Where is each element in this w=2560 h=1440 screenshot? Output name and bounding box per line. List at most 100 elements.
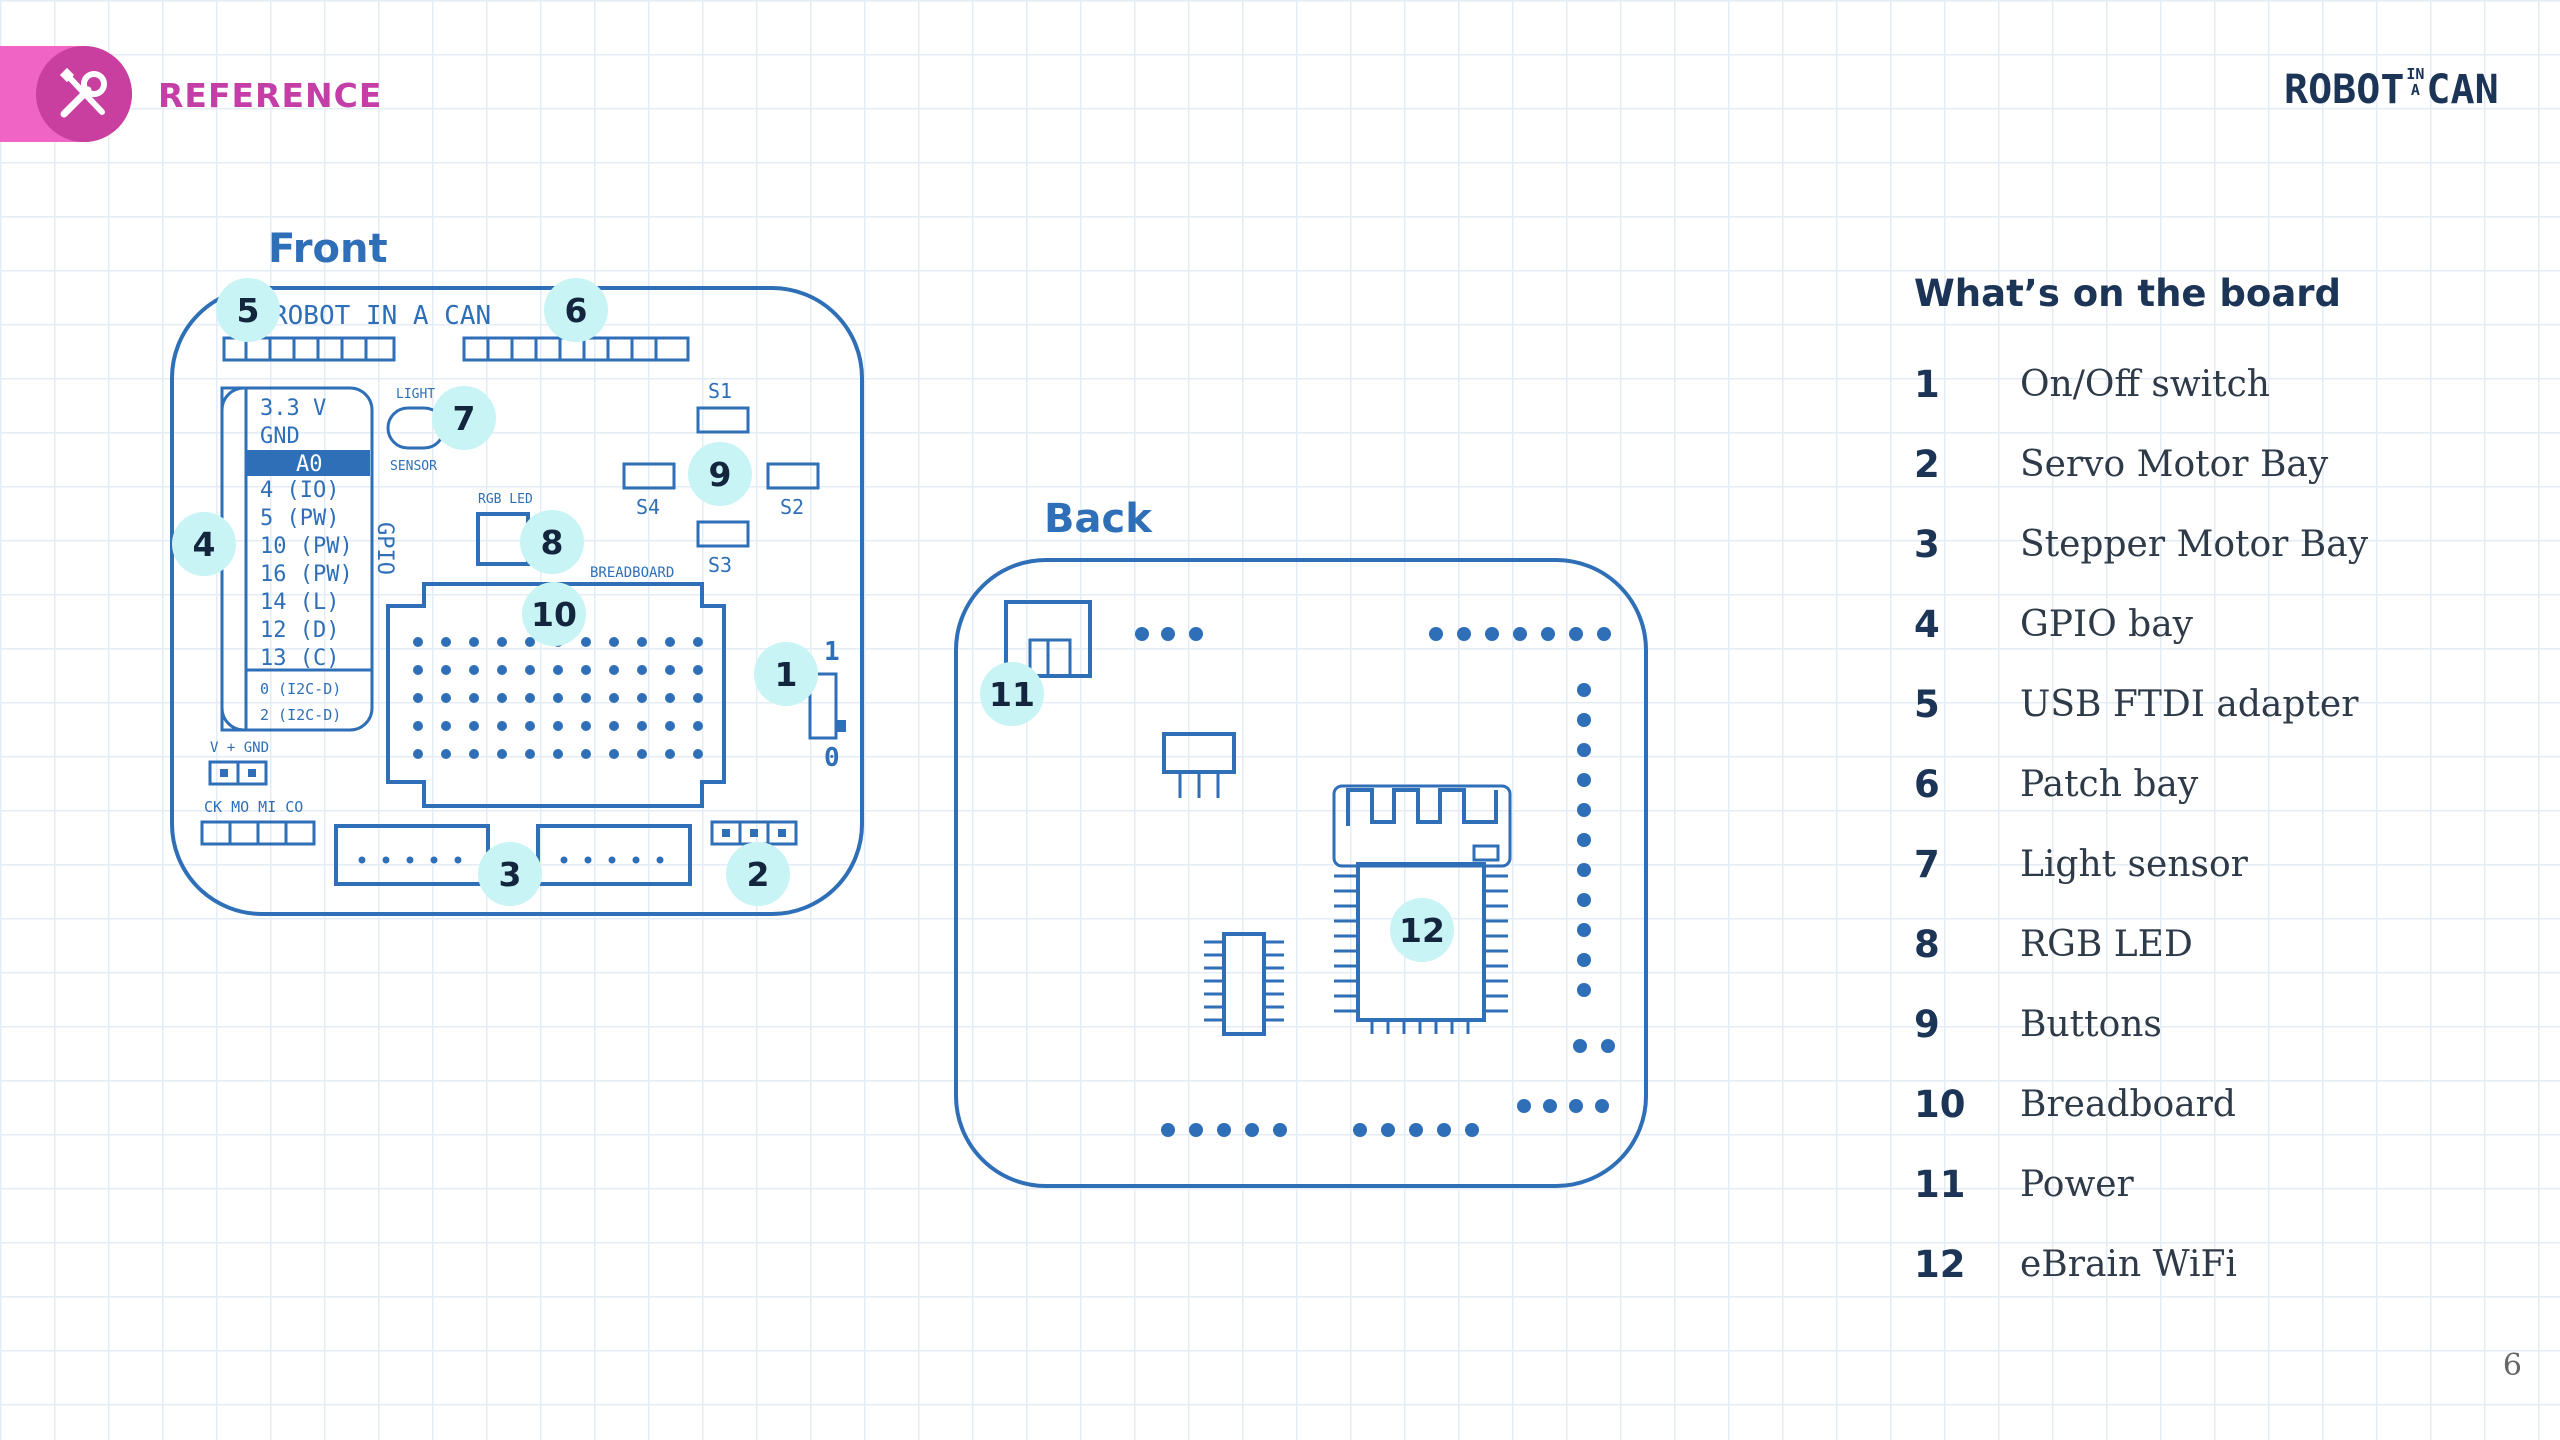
breadboard-hole — [469, 693, 479, 703]
back-title: Back — [1044, 496, 1153, 542]
breadboard-hole — [637, 693, 647, 703]
breadboard-hole — [693, 721, 703, 731]
breadboard-hole — [581, 749, 591, 759]
svg-text:GND: GND — [260, 424, 300, 449]
tools-icon — [36, 46, 132, 142]
svg-text:S2: S2 — [780, 495, 804, 519]
callout-11: 11 — [980, 662, 1044, 726]
breadboard-hole — [413, 665, 423, 675]
svg-text:SENSOR: SENSOR — [390, 459, 437, 474]
back-pad — [1543, 1099, 1557, 1113]
svg-text:0 (I2C-D): 0 (I2C-D) — [260, 680, 341, 698]
breadboard-hole — [665, 721, 675, 731]
svg-text:10: 10 — [531, 595, 577, 634]
breadboard-hole — [693, 693, 703, 703]
svg-text:5: 5 — [237, 291, 260, 330]
breadboard-hole — [497, 721, 507, 731]
svg-text:CK MO MI CO: CK MO MI CO — [204, 798, 303, 816]
ebrain-wifi-module — [1332, 784, 1512, 1034]
front-brand-text: ROBOT IN A CAN — [272, 301, 491, 331]
breadboard-hole — [525, 665, 535, 675]
breadboard-hole — [413, 721, 423, 731]
callout-8: 8 — [520, 510, 584, 574]
back-pad — [1577, 893, 1591, 907]
breadboard-hole — [413, 693, 423, 703]
breadboard-hole — [693, 749, 703, 759]
svg-text:0: 0 — [824, 743, 840, 773]
breadboard-hole — [469, 637, 479, 647]
callout-5: 5 — [216, 278, 280, 342]
breadboard-hole — [525, 749, 535, 759]
stepper-pin — [632, 856, 640, 864]
back-pad — [1577, 833, 1591, 847]
breadboard-hole — [581, 637, 591, 647]
power-jack — [1004, 600, 1092, 678]
svg-text:RGB LED: RGB LED — [478, 492, 533, 507]
breadboard-hole — [553, 721, 563, 731]
stepper-pin — [454, 856, 462, 864]
svg-text:BREADBOARD: BREADBOARD — [590, 565, 674, 581]
svg-text:9: 9 — [709, 455, 732, 494]
svg-text:5 (PW): 5 (PW) — [260, 506, 339, 531]
callout-10: 10 — [522, 582, 586, 646]
breadboard-hole — [497, 637, 507, 647]
svg-text:LIGHT: LIGHT — [396, 387, 435, 402]
back-pad — [1577, 743, 1591, 757]
breadboard-hole — [609, 721, 619, 731]
board-diagram: .ln { fill: none; stroke: #2e6fb7; strok… — [170, 226, 1648, 1188]
callout-1: 1 — [754, 642, 818, 706]
svg-text:12: 12 — [1399, 911, 1445, 950]
back-pad — [1601, 1039, 1615, 1053]
back-pad — [1569, 1099, 1583, 1113]
callout-2: 2 — [726, 842, 790, 906]
svg-text:7: 7 — [453, 399, 476, 438]
svg-text:S3: S3 — [708, 553, 732, 577]
stepper-pin — [656, 856, 664, 864]
breadboard-hole — [665, 749, 675, 759]
back-pad — [1577, 983, 1591, 997]
breadboard-hole — [609, 637, 619, 647]
breadboard-hole — [441, 721, 451, 731]
back-pad — [1161, 627, 1175, 641]
breadboard-hole — [441, 637, 451, 647]
breadboard: BREADBOARD — [386, 565, 726, 808]
svg-text:A0: A0 — [296, 452, 323, 477]
breadboard-hole — [525, 721, 535, 731]
breadboard-hole — [581, 693, 591, 703]
back-pad — [1465, 1123, 1479, 1137]
breadboard-hole — [441, 693, 451, 703]
svg-text:V + GND: V + GND — [210, 740, 269, 756]
breadboard-hole — [469, 665, 479, 675]
back-pad — [1577, 683, 1591, 697]
back-pad — [1541, 627, 1555, 641]
breadboard-hole — [609, 665, 619, 675]
back-pad — [1217, 1123, 1231, 1137]
back-pad — [1409, 1123, 1423, 1137]
page-number: 6 — [2502, 1348, 2522, 1383]
back-pad — [1161, 1123, 1175, 1137]
back-pad — [1577, 803, 1591, 817]
back-pad — [1189, 1123, 1203, 1137]
stepper-pin — [584, 856, 592, 864]
back-pad — [1381, 1123, 1395, 1137]
svg-text:S4: S4 — [636, 495, 660, 519]
back-pad — [1577, 773, 1591, 787]
back-pad — [1517, 1099, 1531, 1113]
back-pad — [1577, 713, 1591, 727]
power-header: V + GND — [208, 740, 269, 786]
breadboard-hole — [665, 637, 675, 647]
back-pad — [1135, 627, 1149, 641]
front-board-outline — [170, 286, 864, 916]
buttons-cluster: S1 S4 S2 S3 — [622, 379, 820, 577]
